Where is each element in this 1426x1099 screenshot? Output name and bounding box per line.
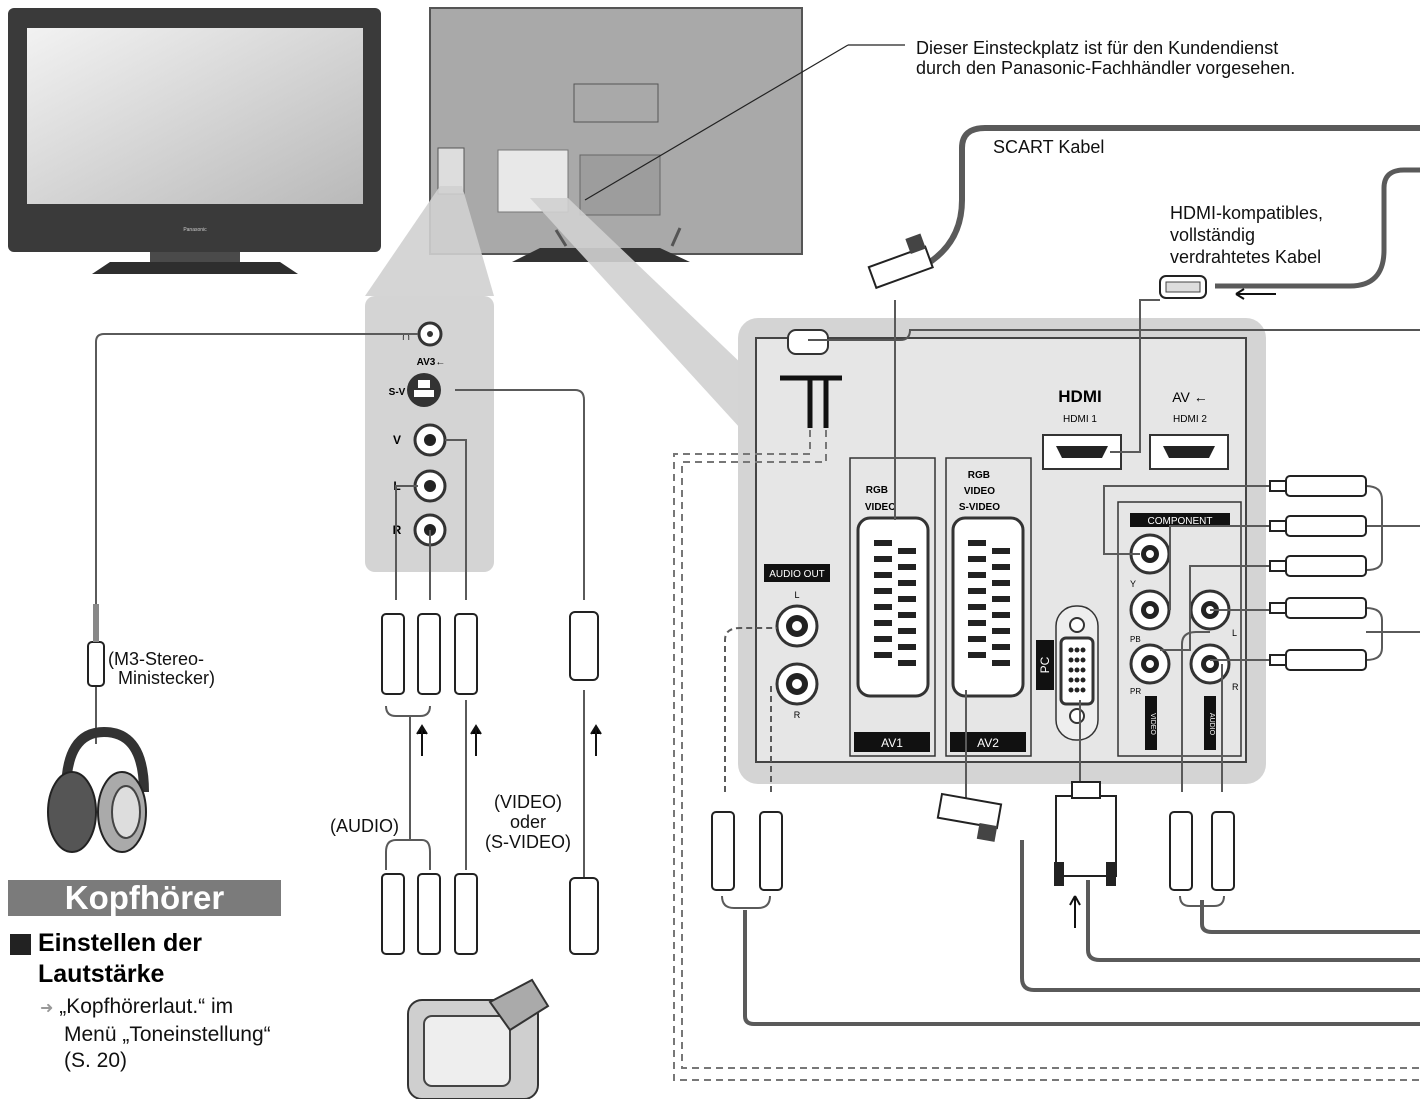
side-av3-label: AV3← — [417, 357, 446, 368]
av2-rgb: RGB — [968, 470, 990, 481]
volume-heading-line2: Lautstärke — [38, 960, 165, 988]
side-jacks — [413, 423, 447, 547]
audio-label: (AUDIO) — [330, 816, 399, 836]
heading-bullet — [10, 934, 31, 955]
tv-brand: Panasonic — [183, 227, 207, 233]
comp-r: R — [1232, 682, 1239, 692]
audio-out-label: AUDIO OUT — [769, 569, 825, 580]
hdmi-cable-label: HDMI-kompatibles, vollständig verdrahtet… — [1170, 202, 1323, 268]
volume-ref-text1: „Kopfhörerlaut.“ im — [59, 995, 234, 1018]
plug-label-line1: (M3-Stereo- — [108, 649, 205, 669]
comp-l: L — [1232, 628, 1237, 638]
av-in-label: AV ← — [1172, 389, 1208, 405]
volume-ref-line1: ➜ „Kopfhörerlaut.“ im — [40, 994, 271, 1022]
tv-back — [429, 7, 905, 262]
camcorder — [407, 978, 550, 1099]
pc-label: PC — [1038, 656, 1052, 673]
arrow-icon: ➜ — [40, 1000, 54, 1017]
volume-ref-line3: (S. 20) — [64, 1049, 128, 1072]
volume-ref-line2: Menü „Toneinstellung“ — [64, 1023, 271, 1046]
headphones — [47, 726, 149, 853]
audio-out-l: L — [794, 590, 799, 600]
av2-label: AV2 — [977, 736, 999, 750]
headphones-title: Kopfhörer — [8, 880, 281, 916]
video-label-line1: (VIDEO) — [493, 792, 562, 812]
av1-label: AV1 — [881, 736, 903, 750]
comp-y: Y — [1130, 579, 1136, 589]
video-label: (VIDEO) oder (S-VIDEO) — [478, 792, 578, 852]
cables — [95, 125, 1420, 1081]
comp-pb: PB — [1130, 635, 1141, 644]
service-note-line2: durch den Panasonic-Fachhändler vorgeseh… — [916, 58, 1296, 78]
video-label-line3: (S-VIDEO) — [484, 832, 571, 852]
hdmi-logo: HDMI — [1058, 387, 1101, 406]
audio-out-r: R — [794, 710, 801, 720]
tv-front: Panasonic — [8, 8, 381, 274]
zoom-side — [365, 186, 494, 296]
av2-video: VIDEO — [964, 486, 995, 497]
hdmi1-label: HDMI 1 — [1063, 414, 1097, 425]
comp-pr: PR — [1130, 687, 1141, 696]
av1-rgb: RGB — [866, 485, 888, 496]
volume-heading: Einstellen der Lautstärke — [38, 928, 202, 990]
service-note: Dieser Einsteckplatz ist für den Kundend… — [916, 38, 1295, 78]
component-label: COMPONENT — [1148, 516, 1213, 527]
hdmi2-label: HDMI 2 — [1173, 414, 1207, 425]
hdmi-cable-line2: vollständig — [1170, 225, 1256, 245]
av2-svideo: S-VIDEO — [959, 502, 1000, 513]
zoom-rear — [530, 198, 790, 428]
video-label-line2: oder — [509, 812, 547, 832]
comp-audio-vertical: AUDIO — [1208, 713, 1215, 736]
side-r-label: R — [393, 523, 402, 537]
side-v-label: V — [393, 433, 401, 447]
hdmi-cable-line3: verdrahtetes Kabel — [1170, 247, 1322, 267]
plug-label: (M3-Stereo- Ministecker) — [108, 650, 215, 688]
side-panel: ∩ AV3← S-V V L R — [365, 296, 494, 572]
service-note-line1: Dieser Einsteckplatz ist für den Kundend… — [916, 38, 1279, 58]
scart-cable-label: SCART Kabel — [993, 137, 1105, 157]
side-sv-label: S-V — [389, 387, 406, 398]
volume-reference: ➜ „Kopfhörerlaut.“ im Menü „Toneinstellu… — [40, 994, 271, 1074]
hdmi-cable-line1: HDMI-kompatibles, — [1170, 203, 1324, 223]
pc-pins — [1068, 647, 1086, 693]
volume-heading-line1: Einstellen der — [38, 929, 202, 957]
comp-video-vertical: VIDEO — [1149, 713, 1156, 735]
plug-label-line2: Ministecker) — [118, 668, 216, 688]
av1-pins — [874, 540, 916, 666]
plugs — [47, 233, 1367, 1099]
component-jacks — [1129, 533, 1231, 685]
av1-video: VIDEO — [865, 502, 896, 513]
rear-panel: HDMI HDMI 1 AV ← HDMI 2 AUDIO OUT L R RG… — [738, 318, 1266, 784]
av2-pins — [968, 540, 1010, 666]
